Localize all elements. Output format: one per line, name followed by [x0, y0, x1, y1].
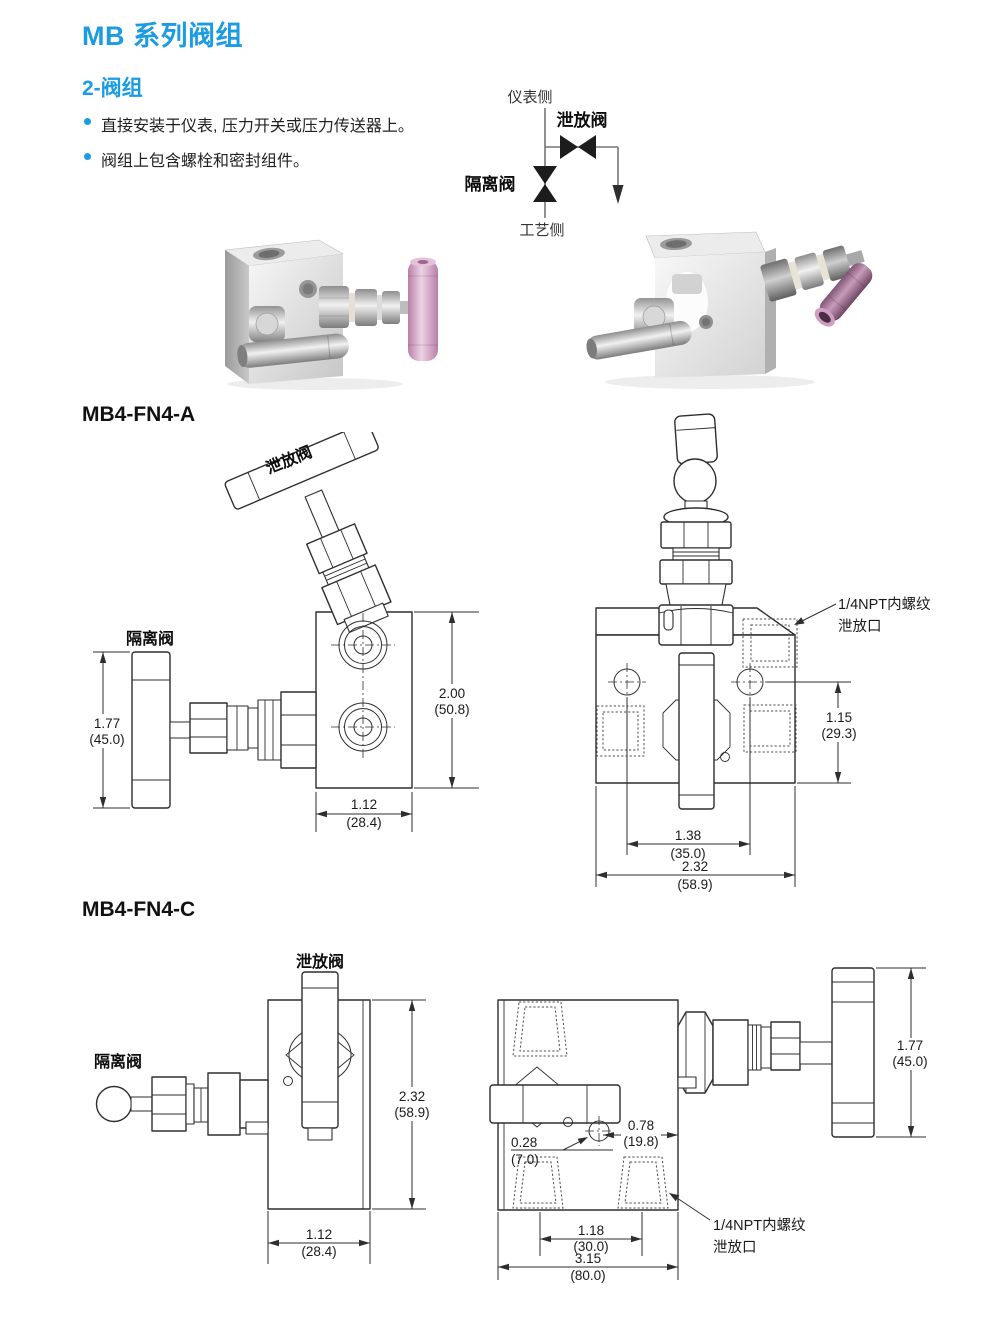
svg-text:1.77: 1.77 [94, 716, 120, 731]
dim-body-width: 2.32 (58.9) [595, 786, 796, 892]
bullet-item: 直接安装于仪表, 压力开关或压力传送器上。 [84, 112, 504, 136]
bolt-holes [331, 613, 395, 759]
side-ports-dashed [596, 704, 797, 757]
bullet-list: 直接安装于仪表, 压力开关或压力传送器上。 阀组上包含螺栓和密封组件。 [84, 112, 504, 182]
isolation-valve [131, 651, 317, 809]
port-annotation: 1/4NPT内螺纹 泄放口 [669, 1193, 806, 1256]
svg-text:1.12: 1.12 [306, 1227, 332, 1242]
dim-handle-height: 1.77 (45.0) [85, 651, 130, 809]
bullet-text: 直接安装于仪表, 压力开关或压力传送器上。 [101, 118, 414, 135]
svg-text:(28.4): (28.4) [346, 815, 381, 830]
vent-valve-front [283, 971, 355, 1141]
isolation-valve [95, 1072, 269, 1136]
dim-body-width: 3.15 (80.0) [497, 1212, 679, 1283]
dim-port-to-edge: 0.78 (19.8) [603, 1118, 678, 1149]
vent-valve-assembly [319, 257, 438, 361]
vent-valve-front [489, 1066, 621, 1146]
svg-text:泄放口: 泄放口 [713, 1239, 757, 1256]
svg-text:(45.0): (45.0) [892, 1054, 927, 1069]
process-side-label: 工艺侧 [519, 222, 564, 239]
svg-text:0.78: 0.78 [628, 1118, 654, 1133]
svg-text:0.28: 0.28 [511, 1135, 537, 1150]
drawing-c-side: 2.32 (58.9) 1.12 (28.4) 泄放阀 隔离阀 [94, 952, 436, 1264]
svg-text:2.32: 2.32 [682, 859, 708, 874]
isolation-valve-label: 隔离阀 [126, 629, 174, 648]
svg-text:(80.0): (80.0) [570, 1268, 605, 1283]
bullet-item: 阀组上包含螺栓和密封组件。 [84, 147, 504, 171]
svg-text:(45.0): (45.0) [89, 732, 124, 747]
bullet-text: 阀组上包含螺栓和密封组件。 [101, 153, 310, 170]
instrument-side-label: 仪表侧 [507, 89, 552, 106]
svg-text:(19.8): (19.8) [623, 1134, 658, 1149]
svg-text:3.15: 3.15 [575, 1251, 601, 1266]
bullet-dot-icon [84, 153, 91, 160]
flow-schematic: 仪表侧 泄放阀 隔离阀 工艺侧 [465, 89, 624, 239]
svg-text:(7.0): (7.0) [511, 1152, 539, 1167]
isolation-valve-label: 隔离阀 [94, 1052, 142, 1071]
vent-valve-label: 泄放阀 [296, 952, 344, 971]
svg-text:(28.4): (28.4) [301, 1244, 336, 1259]
svg-text:1.38: 1.38 [675, 828, 701, 843]
isolation-valve-label: 隔离阀 [465, 174, 516, 194]
vent-valve-assembly [760, 245, 865, 302]
svg-text:泄放口: 泄放口 [838, 618, 882, 635]
svg-text:2.00: 2.00 [439, 686, 465, 701]
svg-text:1.15: 1.15 [826, 710, 852, 725]
dim-hole-offset: 1.15 (29.3) [766, 681, 865, 784]
isolation-valve-symbol [533, 166, 557, 202]
svg-text:1/4NPT内螺纹: 1/4NPT内螺纹 [713, 1217, 806, 1234]
drawing-c-front: 1.77 (45.0) 0.78 (19.8) 0.28 (7.0) [489, 967, 935, 1283]
bullet-dot-icon [84, 118, 91, 125]
svg-text:1.18: 1.18 [578, 1223, 604, 1238]
shadow [605, 375, 815, 389]
purple-t-handle [814, 263, 873, 327]
isolation-valve-bonnet [249, 306, 285, 342]
section-title: 2-阀组 [82, 77, 143, 100]
dim-port-spacing: 1.18 (30.0) [539, 1212, 643, 1256]
dim-port-offset: 0.28 (7.0) [511, 1135, 613, 1167]
isolation-handle [586, 320, 692, 360]
pink-t-handle [408, 260, 438, 361]
render-manifold-a [224, 239, 438, 390]
ports-dashed [512, 1001, 669, 1209]
svg-text:1/4NPT内螺纹: 1/4NPT内螺纹 [838, 596, 931, 613]
isolation-valve [677, 967, 875, 1138]
svg-text:(29.3): (29.3) [821, 726, 856, 741]
render-manifold-c [586, 231, 873, 389]
dim-block-width: 1.12 (28.4) [267, 1211, 371, 1264]
model-c-heading: MB4-FN4-C [82, 898, 196, 921]
svg-text:2.32: 2.32 [399, 1089, 425, 1104]
dim-hole-spacing: 1.38 (35.0) [626, 698, 751, 861]
isolation-handle [237, 333, 349, 368]
svg-text:(50.8): (50.8) [434, 702, 469, 717]
page-title: MB 系列阀组 [82, 21, 243, 51]
block-outline [315, 611, 413, 789]
svg-text:(58.9): (58.9) [394, 1105, 429, 1120]
mounting-holes [608, 663, 769, 701]
svg-text:1.12: 1.12 [351, 797, 377, 812]
drain-arrow-icon [612, 185, 624, 204]
dim-block-height: 2.00 (50.8) [414, 611, 479, 789]
vent-valve [224, 432, 392, 633]
drawing-a-side: 1.77 (45.0) 2.00 (50.8) 1.12 (28.4) 泄放阀 … [85, 432, 479, 832]
vent-valve [658, 413, 734, 646]
model-a-heading: MB4-FN4-A [82, 403, 196, 426]
isolation-valve-front [662, 652, 731, 810]
vent-valve-symbol [560, 135, 596, 159]
vent-valve-label: 泄放阀 [557, 110, 608, 130]
svg-text:(58.9): (58.9) [677, 877, 712, 892]
dim-handle-height: 1.77 (45.0) [876, 967, 935, 1138]
vent-port-dashed [742, 618, 798, 668]
svg-text:1.77: 1.77 [897, 1038, 923, 1053]
svg-text:(30.0): (30.0) [573, 1239, 608, 1254]
dim-block-width: 1.12 (28.4) [315, 792, 413, 832]
svg-text:(35.0): (35.0) [670, 846, 705, 861]
dim-body-height: 2.32 (58.9) [372, 999, 436, 1210]
port-annotation: 1/4NPT内螺纹 泄放口 [794, 596, 931, 635]
drawing-a-front: 1.15 (29.3) 1.38 (35.0) 2.32 (58.9) [595, 413, 931, 892]
